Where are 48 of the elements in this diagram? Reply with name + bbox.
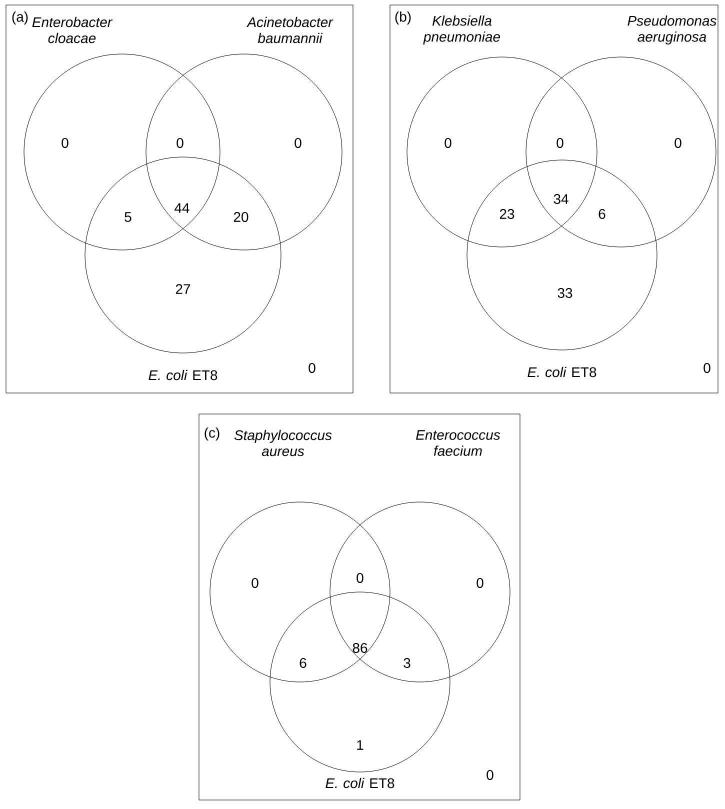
panel-tag: (c) [204,427,220,441]
region-count: 44 [174,203,190,213]
region-count: 0 [252,578,258,588]
venn-circle [146,54,342,250]
region-count: 6 [300,658,306,668]
venn-circle [466,160,658,350]
venn-circle [210,502,390,682]
species-label: Klebsiella pneumoniae [423,15,500,45]
region-count: 0 [308,363,316,373]
panel-frame [198,414,520,800]
region-count: 33 [558,288,572,298]
species-label: E. coli ET8 [148,370,218,380]
venn-circle [526,56,716,248]
venn-circle [24,54,220,250]
panel-frame [390,4,718,394]
panel-tag: (b) [395,11,411,25]
region-count: 1 [357,740,364,750]
venn-circle [84,156,282,354]
region-count: 0 [62,138,68,148]
venn-circle [330,502,510,682]
region-count: 34 [554,194,568,204]
species-label: E. coli ET8 [326,778,394,788]
panel-frame [6,4,354,394]
region-count: 3 [404,658,410,668]
region-count: 0 [444,138,452,148]
panel-tag: (a) [12,11,28,25]
region-count: 6 [598,209,606,219]
region-count: 0 [476,578,484,588]
region-count: 27 [176,284,190,294]
region-count: 0 [674,138,682,148]
region-count: 0 [486,770,494,780]
region-count: 86 [352,643,368,653]
species-label: E. coli ET8 [528,366,596,378]
region-count: 0 [556,138,564,148]
region-count: 23 [500,209,514,219]
species-label: Enterobacter cloacae [32,16,113,44]
species-label: Staphylococcus aureus [234,430,332,456]
region-count: 0 [294,138,302,148]
region-count: 5 [124,212,132,222]
venn-circle [270,592,450,772]
region-count: 20 [234,212,248,222]
species-label: Enterococcus faecium [416,430,500,456]
region-count: 0 [356,573,364,583]
region-count: 0 [176,138,184,148]
species-label: Acinetobacter baumannii [246,16,334,44]
venn-circle [406,56,598,248]
species-label: Pseudomonas aeruginosa [628,15,716,45]
region-count: 0 [704,363,710,373]
